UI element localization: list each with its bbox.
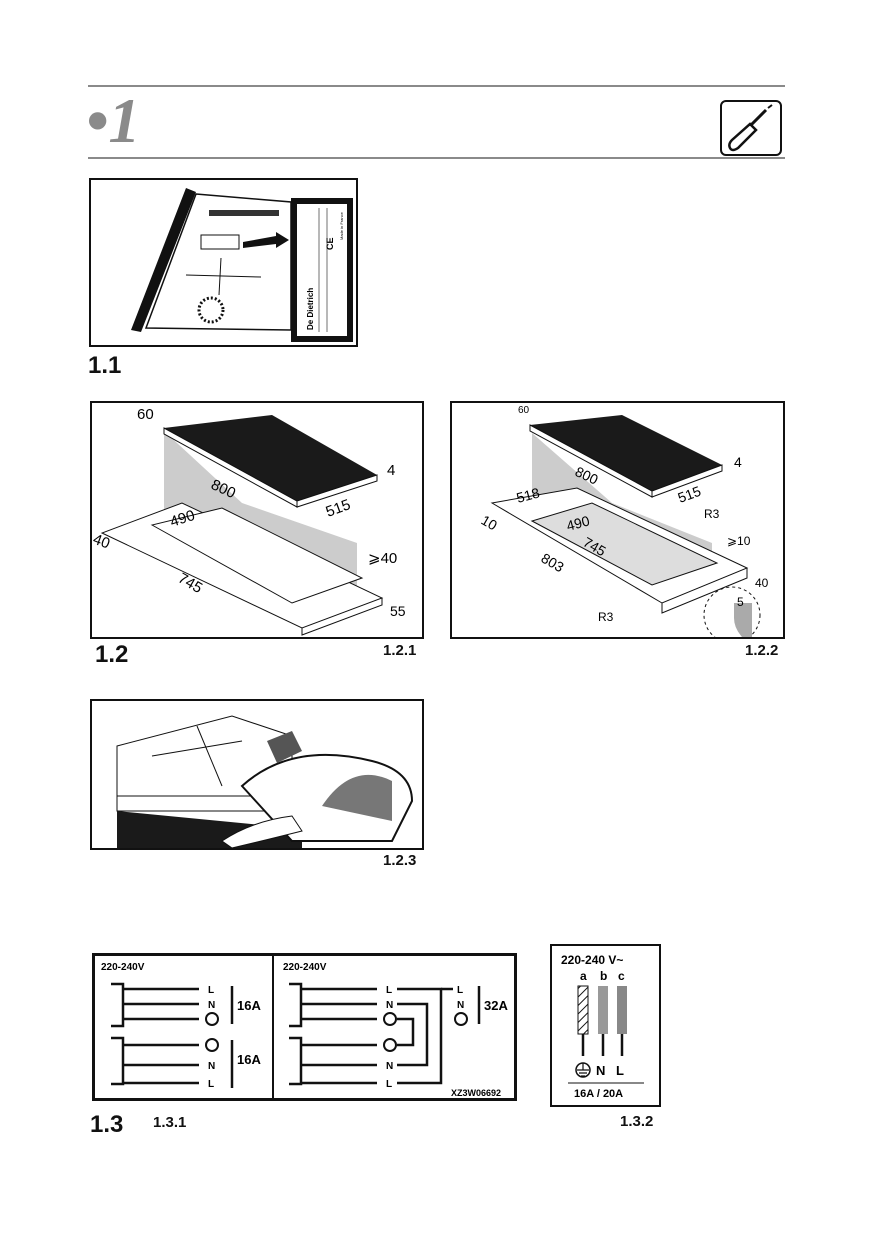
dim-cut-depth: 490 — [565, 512, 592, 534]
screwdriver-icon — [720, 100, 782, 156]
terminal-n: N — [208, 1000, 215, 1011]
figure-1-3-1-wiring-diagram: 220-240V 220-240V L N N L L N — [92, 953, 517, 1101]
terminal-l: L — [208, 985, 214, 996]
figure-1-2-2-flush-mount-dimensions: 60 4 800 515 518 490 R3 ⩾10 10 745 803 4… — [450, 401, 785, 639]
terminal-l: L — [386, 985, 392, 996]
wire-label-c: c — [618, 969, 625, 983]
ce-mark: CE — [325, 237, 335, 250]
cable-diagram: 220-240 V~ a b c N L 16A / 20A — [561, 953, 644, 1100]
figure-label-1-3-2: 1.3.2 — [620, 1113, 654, 1130]
terminal-l: L — [386, 1079, 392, 1090]
dim-radius-bottom: R3 — [598, 610, 614, 624]
wiring-diagram: 220-240V 220-240V L N N L L N — [101, 956, 508, 1098]
figure-1-2-1-cutout-dimensions: 60 4 800 515 490 40 ⩾40 745 55 — [90, 401, 424, 639]
figure-label-1-3-1: 1.3.1 — [153, 1114, 187, 1131]
terminal-n: N — [386, 1061, 393, 1072]
rating-plate-origin: Made in France — [339, 211, 344, 240]
terminal-l: L — [457, 985, 463, 996]
figure-1-2-3-seal-fitting — [90, 699, 424, 850]
dim-margin: 40 — [92, 531, 112, 553]
wire-label-a: a — [580, 969, 587, 983]
dim-recess-length: 803 — [539, 550, 567, 576]
chapter-number: 1 — [108, 85, 141, 156]
dim-depth: 515 — [676, 483, 704, 506]
header-bottom-rule — [88, 157, 785, 159]
rating-plate-brand: De Dietrich — [306, 288, 315, 330]
dim-front: 55 — [390, 603, 406, 619]
figure-label-1-2: 1.2 — [95, 641, 129, 668]
voltage-label-right: 220-240V — [283, 962, 327, 973]
dim-edge: 4 — [387, 462, 395, 479]
dim-min-margin: ⩾40 — [368, 550, 397, 567]
dim-radius-top: R3 — [704, 507, 720, 521]
dim-min-margin: ⩾10 — [727, 534, 751, 548]
reference-code: XZ3W06692 — [451, 1088, 501, 1098]
terminal-l: L — [208, 1079, 214, 1090]
dim-thickness: 60 — [137, 406, 154, 423]
terminal-n: N — [386, 1000, 393, 1011]
figure-label-1-2-1: 1.2.1 — [383, 642, 417, 659]
bullet: • — [86, 85, 109, 156]
dim-depth: 515 — [324, 496, 353, 521]
dim-thickness: 60 — [518, 405, 530, 416]
fuse-combined: 32A — [484, 998, 508, 1013]
terminal-n: N — [596, 1063, 605, 1078]
hob-underside-illustration: De Dietrich CE Made in France — [131, 188, 353, 342]
dim-cut-depth: 490 — [168, 507, 197, 531]
terminal-n: N — [208, 1061, 215, 1072]
fuse-rating: 16A / 20A — [574, 1088, 623, 1100]
terminal-n: N — [457, 1000, 464, 1011]
fuse-top: 16A — [237, 998, 261, 1013]
figure-label-1-3: 1.3 — [90, 1111, 124, 1138]
wire-label-b: b — [600, 969, 607, 983]
dim-edge: 4 — [734, 454, 742, 470]
figure-label-1-2-2: 1.2.2 — [745, 642, 779, 659]
dim-margin: 40 — [755, 576, 769, 590]
dim-edge-gap: 10 — [479, 512, 501, 534]
chapter-heading: •1 — [86, 84, 140, 158]
voltage-label: 220-240 V~ — [561, 953, 623, 967]
figure-1-1-rating-plate: De Dietrich CE Made in France — [89, 178, 358, 347]
dim-detail: 5 — [737, 595, 744, 609]
figure-1-3-2-cable-connection: 220-240 V~ a b c N L 16A / 20A — [550, 944, 661, 1107]
dim-recess-depth: 518 — [515, 484, 542, 506]
seal-fitting-illustration — [116, 715, 414, 848]
voltage-label-left: 220-240V — [101, 962, 145, 973]
header-top-rule — [88, 85, 785, 87]
figure-label-1-2-3: 1.2.3 — [383, 852, 417, 869]
figure-label-1-1: 1.1 — [88, 352, 122, 379]
fuse-bottom: 16A — [237, 1052, 261, 1067]
terminal-l: L — [616, 1063, 624, 1078]
